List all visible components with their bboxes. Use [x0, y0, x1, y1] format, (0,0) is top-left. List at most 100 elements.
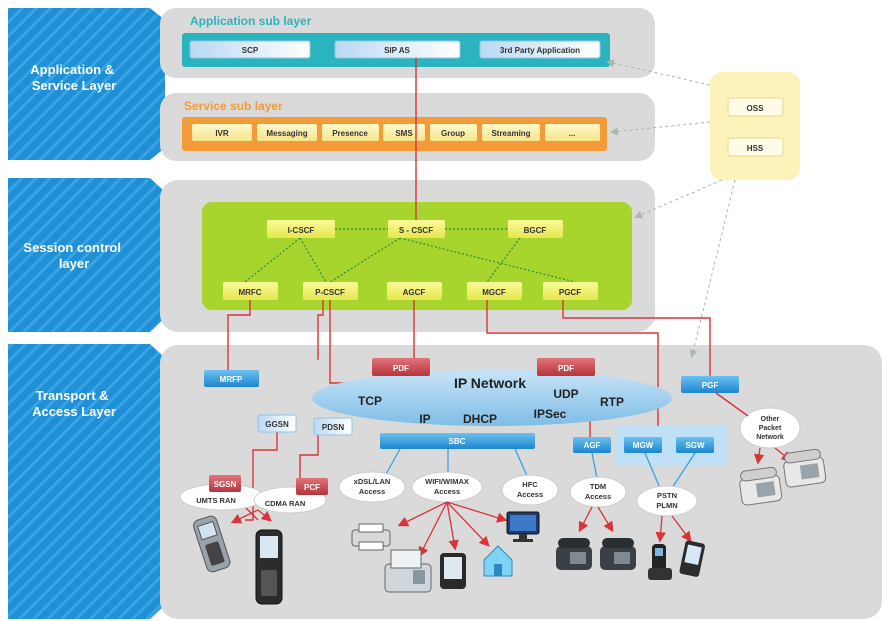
node-sbc[interactable]: SBC — [380, 433, 535, 449]
svg-text:HSS: HSS — [747, 144, 764, 153]
proto-udp: UDP — [553, 387, 578, 401]
layer-label-transport-1: Transport & — [36, 388, 109, 403]
svg-text:SBC: SBC — [449, 437, 466, 446]
access-wifi: WIFI/WIMAX Access — [411, 471, 483, 503]
svg-text:SGSN: SGSN — [214, 480, 237, 489]
node-p-cscf[interactable]: P-CSCF — [303, 282, 358, 300]
node-bgcf[interactable]: BGCF — [508, 220, 563, 238]
house-icon — [483, 545, 513, 577]
svg-text:PDF: PDF — [558, 364, 574, 373]
svg-text:TDM: TDM — [590, 482, 606, 491]
svg-text:OSS: OSS — [747, 104, 765, 113]
svg-text:Access: Access — [585, 492, 611, 501]
access-sgsn-umts: SGSN UMTS RAN — [179, 475, 265, 511]
oss-node[interactable]: OSS — [727, 97, 784, 117]
service-item-streaming[interactable]: Streaming — [482, 124, 540, 141]
session-links — [244, 228, 576, 283]
node-mgcf[interactable]: MGCF — [467, 282, 522, 300]
layer-label-session-2: layer — [59, 256, 89, 271]
access-xdsl: xDSL/LAN Access — [338, 471, 406, 503]
fax-icon — [384, 549, 432, 593]
service-item-more[interactable]: ... — [545, 124, 600, 141]
access-pcf-cdma: PCF CDMA RAN — [253, 478, 328, 514]
access-other-packet: Other Packet Network — [739, 407, 801, 449]
svg-text:SIP AS: SIP AS — [384, 46, 410, 55]
service-item-messaging[interactable]: Messaging — [257, 124, 317, 141]
svg-text:WIFI/WIMAX: WIFI/WIMAX — [425, 477, 469, 486]
layer-tab-session: Session control layer — [8, 178, 165, 332]
proto-ip: IP — [419, 412, 430, 426]
svg-text:AGF: AGF — [584, 441, 601, 450]
svg-text:Presence: Presence — [332, 129, 368, 138]
svg-text:Packet: Packet — [759, 425, 782, 432]
svg-text:PDF: PDF — [393, 364, 409, 373]
service-item-group[interactable]: Group — [430, 124, 477, 141]
desk-phone-icon — [556, 538, 592, 570]
svg-text:xDSL/LAN: xDSL/LAN — [354, 477, 391, 486]
node-sgw[interactable]: SGW — [676, 437, 714, 453]
svg-text:Session control layer: Session control layer — [23, 240, 124, 271]
pda-icon — [440, 553, 466, 589]
svg-text:Access: Access — [434, 487, 460, 496]
service-item-presence[interactable]: Presence — [322, 124, 379, 141]
node-pgcf[interactable]: PGCF — [543, 282, 598, 300]
cordless-phone-icon — [648, 544, 672, 580]
app-item-3rd-party[interactable]: 3rd Party Application — [479, 40, 601, 59]
ip-network-title: IP Network — [454, 375, 526, 391]
svg-text:Streaming: Streaming — [491, 129, 530, 138]
svg-text:CDMA RAN: CDMA RAN — [265, 499, 306, 508]
svg-text:PDSN: PDSN — [322, 423, 344, 432]
proto-ipsec: IPSec — [534, 407, 567, 421]
node-agcf[interactable]: AGCF — [387, 282, 442, 300]
node-pdf-right[interactable]: PDF — [537, 358, 595, 376]
node-mrfp[interactable]: MRFP — [204, 370, 259, 387]
svg-text:Other: Other — [761, 416, 780, 423]
svg-text:MGW: MGW — [633, 441, 654, 450]
flip-phone-icon — [255, 529, 283, 605]
device-arrows — [230, 447, 793, 558]
service-item-ivr[interactable]: IVR — [192, 124, 252, 141]
svg-text:S - CSCF: S - CSCF — [399, 226, 433, 235]
svg-text:Application & Service La: Application & Service Layer — [30, 62, 117, 93]
node-pcf[interactable] — [296, 478, 328, 495]
svg-text:Network: Network — [756, 434, 784, 441]
layer-label-transport-2: Access Layer — [32, 404, 116, 419]
node-mrfc[interactable]: MRFC — [223, 282, 278, 300]
layer-label-session-1: Session control — [23, 240, 121, 255]
layer-label-app-1: Application & — [30, 62, 114, 77]
node-ggsn[interactable]: GGSN — [257, 414, 297, 433]
management-links — [606, 59, 736, 358]
proto-rtp: RTP — [600, 395, 624, 409]
service-items: IVR Messaging Presence SMS Group Streami… — [192, 124, 600, 141]
svg-text:I-CSCF: I-CSCF — [288, 226, 315, 235]
node-mgw[interactable]: MGW — [624, 437, 662, 453]
smartphone-icon — [679, 540, 706, 577]
layer-tab-transport: Transport & Access Layer — [8, 344, 165, 619]
svg-text:IVR: IVR — [215, 129, 229, 138]
desk-phone-icon — [739, 466, 783, 506]
svg-text:MRFC: MRFC — [238, 288, 261, 297]
node-s-cscf[interactable]: S - CSCF — [388, 220, 445, 238]
hss-node[interactable]: HSS — [727, 137, 784, 157]
svg-text:SCP: SCP — [242, 46, 259, 55]
svg-text:P-CSCF: P-CSCF — [315, 288, 345, 297]
node-i-cscf[interactable]: I-CSCF — [267, 220, 335, 238]
node-pdsn[interactable]: PDSN — [313, 417, 353, 436]
printer-icon — [351, 523, 391, 551]
service-item-sms[interactable]: SMS — [383, 124, 425, 141]
app-item-sip-as[interactable]: SIP AS — [334, 40, 461, 59]
node-pgf[interactable]: PGF — [681, 376, 739, 393]
svg-text:MGCF: MGCF — [482, 288, 506, 297]
application-sublayer-title: Application sub layer — [190, 14, 312, 28]
ip-network-cloud: IP Network TCP UDP RTP IP DHCP IPSec — [312, 370, 672, 426]
svg-text:PSTN: PSTN — [657, 491, 677, 500]
desk-phone-icon — [783, 448, 827, 488]
node-sgsn[interactable] — [209, 475, 241, 492]
app-item-scp[interactable]: SCP — [189, 40, 311, 59]
svg-text:GGSN: GGSN — [265, 420, 289, 429]
svg-text:MRFP: MRFP — [220, 375, 243, 384]
svg-text:Access: Access — [517, 490, 543, 499]
node-agf[interactable]: AGF — [573, 437, 611, 453]
node-pdf-left[interactable]: PDF — [372, 358, 430, 376]
